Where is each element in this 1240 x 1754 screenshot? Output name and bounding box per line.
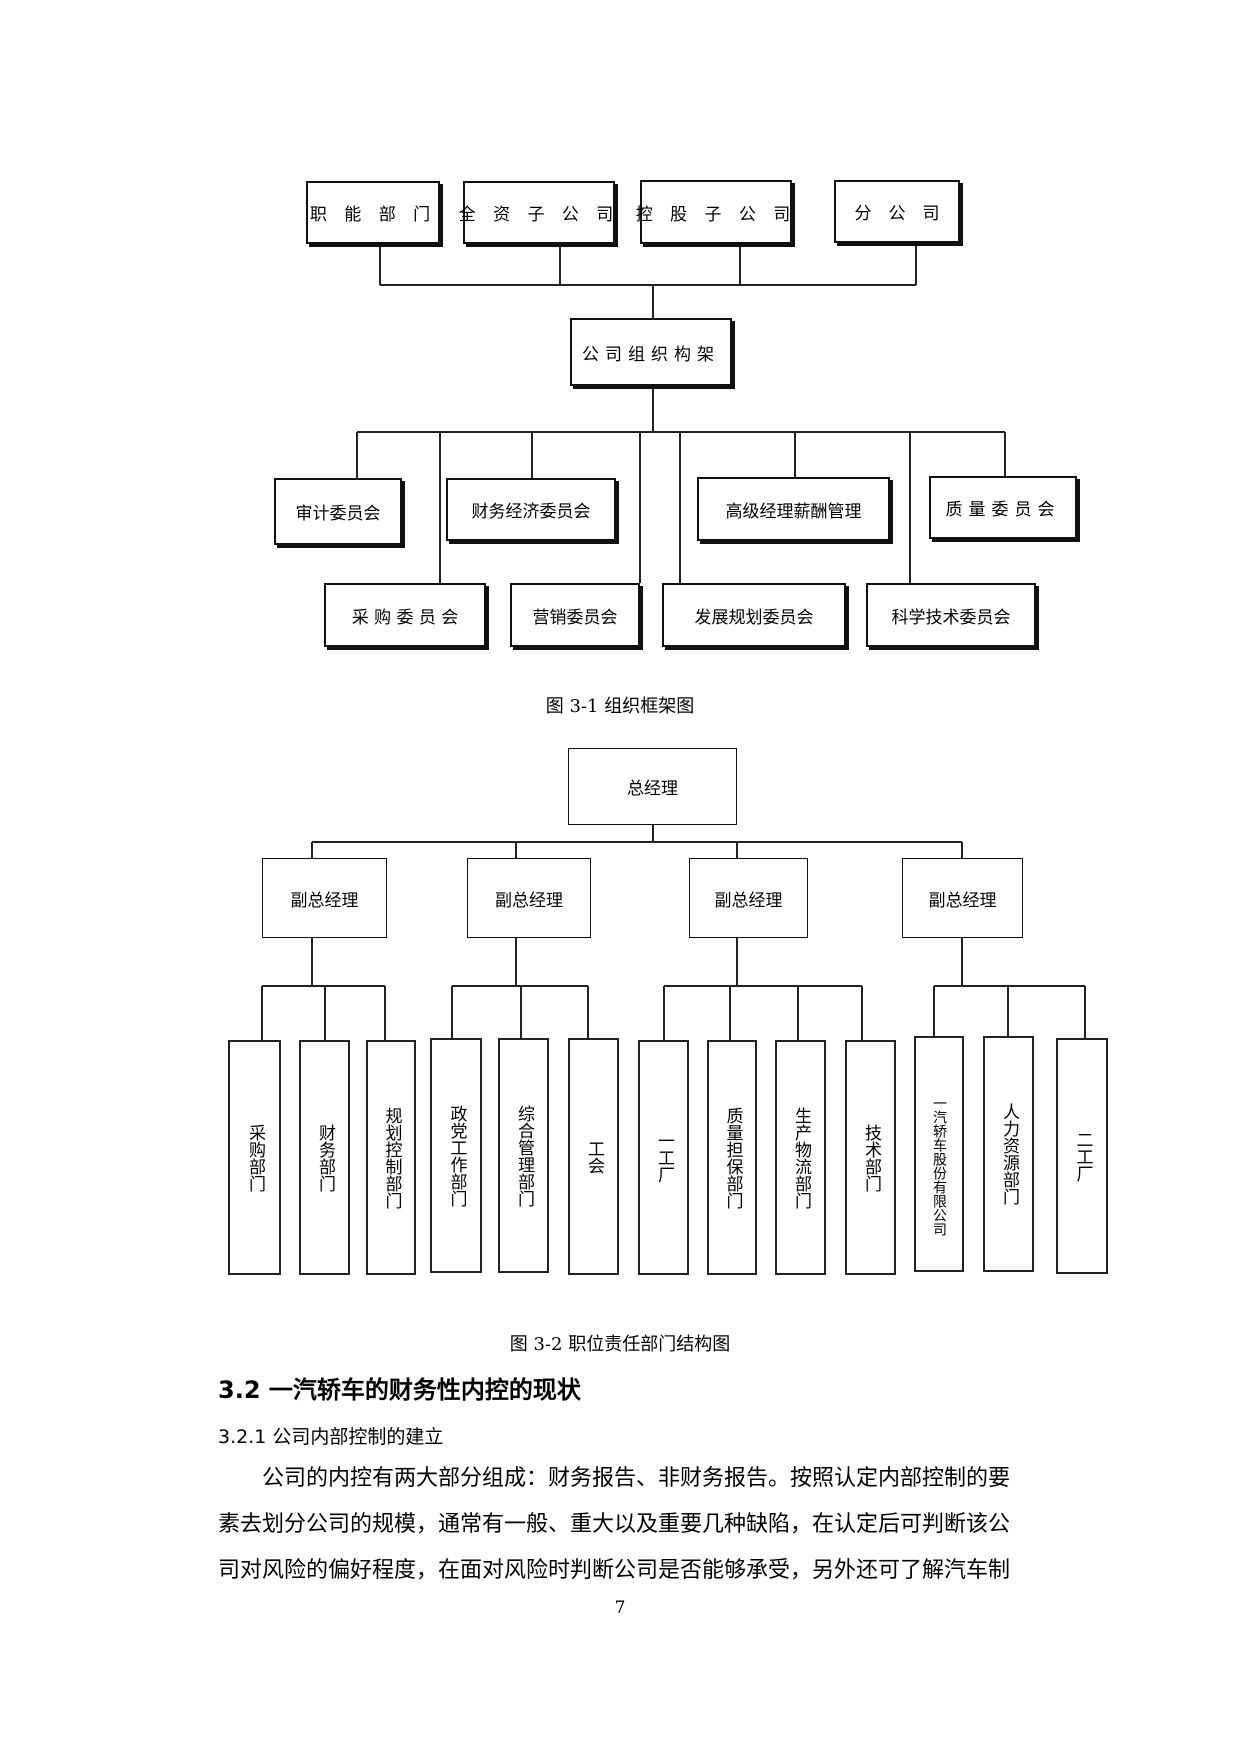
department-box: 技术部门 [845,1040,896,1275]
procurement-committee-box: 采 购 委 员 会 [324,583,486,647]
marketing-committee-box: 营销委员会 [510,583,640,647]
figure1-caption: 图 3-1 组织框架图 [545,696,695,717]
development-planning-committee-box: 发展规划委员会 [662,583,846,647]
science-technology-committee-box: 科学技术委员会 [866,583,1036,647]
body-paragraph: 公司的内控有两大部分组成：财务报告、非财务报告。按照认定内部控制的要 素去划分公… [218,1456,1126,1594]
deputy-gm-box: 副总经理 [467,858,591,938]
company-org-structure-box: 公司组织构架 [570,318,732,386]
branch-company-box: 分 公 司 [834,180,960,243]
deputy-gm-box: 副总经理 [902,858,1023,938]
department-box: 政党工作部门 [430,1038,482,1273]
deputy-gm-box: 副总经理 [689,858,808,938]
page-number: 7 [614,1598,626,1618]
senior-manager-compensation-box: 高级经理薪酬管理 [697,477,890,541]
department-box: 生产物流部门 [775,1040,826,1275]
department-box: 规划控制部门 [366,1040,416,1275]
department-box: 二工厂 [1056,1038,1108,1274]
audit-committee-box: 审计委员会 [274,478,402,545]
deputy-gm-box: 副总经理 [262,858,387,938]
wholly-owned-subsidiary-box: 全 资 子 公 司 [459,181,615,244]
body-line: 素去划分公司的规模，通常有一般、重大以及重要几种缺陷，在认定后可判断该公 [218,1512,1011,1537]
department-box: 一汽轿车股份有限公司 [914,1036,964,1272]
section-heading: 3.2 一汽轿车的财务性内控的现状 [218,1376,581,1404]
department-box: 综合管理部门 [498,1038,549,1273]
department-box: 采购部门 [228,1040,281,1275]
figure2-caption: 图 3-2 职位责任部门结构图 [509,1334,731,1355]
body-line: 司对风险的偏好程度，在面对风险时判断公司是否能够承受，另外还可了解汽车制 [218,1558,1011,1583]
body-line: 公司的内控有两大部分组成：财务报告、非财务报告。按照认定内部控制的要 [262,1466,1011,1491]
general-manager-box: 总经理 [568,748,737,825]
department-box: 质量担保部门 [707,1040,757,1275]
subsection-heading: 3.2.1 公司内部控制的建立 [218,1426,444,1448]
finance-economy-committee-box: 财务经济委员会 [446,478,616,541]
functional-dept-box: 职 能 部 门 [306,181,440,244]
department-box: 财务部门 [299,1040,350,1275]
department-box: 一工厂 [638,1040,689,1275]
department-box: 工会 [568,1038,619,1275]
quality-committee-box: 质量委员会 [929,476,1077,539]
department-box: 人力资源部门 [983,1036,1034,1272]
holding-subsidiary-box: 控 股 子 公 司 [636,180,792,244]
